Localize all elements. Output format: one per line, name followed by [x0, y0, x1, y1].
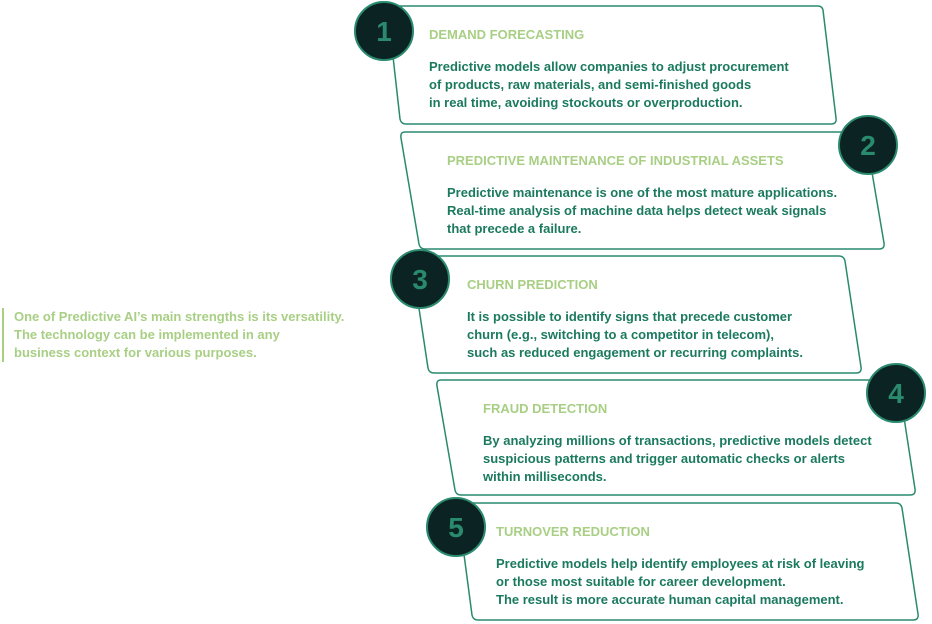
card-body-line: that precede a failure. — [447, 221, 582, 236]
badge-2: 2 — [838, 115, 898, 175]
badge-3-number: 3 — [412, 264, 428, 295]
badge-4: 4 — [866, 363, 926, 423]
card-body-line: Predictive maintenance is one of the mos… — [447, 185, 838, 200]
badge-3: 3 — [390, 249, 450, 309]
badge-4-number: 4 — [888, 378, 904, 409]
card-body-line: or those most suitable for career develo… — [496, 574, 786, 589]
card-1: DEMAND FORECASTING Predictive models all… — [429, 26, 789, 112]
card-body-line: in real time, avoiding stockouts or over… — [429, 95, 743, 110]
card-4: FRAUD DETECTION By analyzing millions of… — [483, 400, 872, 486]
card-title: FRAUD DETECTION — [483, 401, 608, 416]
card-3: CHURN PREDICTION It is possible to ident… — [467, 276, 803, 362]
card-title: CHURN PREDICTION — [467, 277, 598, 292]
card-body-line: The result is more accurate human capita… — [496, 592, 844, 607]
card-body-line: Real-time analysis of machine data helps… — [447, 203, 827, 218]
intro-line: business context for various purposes. — [14, 345, 257, 360]
card-2: PREDICTIVE MAINTENANCE OF INDUSTRIAL ASS… — [447, 152, 837, 238]
badge-1: 1 — [354, 1, 414, 61]
card-title: PREDICTIVE MAINTENANCE OF INDUSTRIAL ASS… — [447, 153, 784, 168]
badge-2-number: 2 — [860, 130, 876, 161]
card-title: TURNOVER REDUCTION — [496, 524, 650, 539]
badge-5: 5 — [426, 497, 486, 557]
card-5: TURNOVER REDUCTION Predictive models hel… — [496, 523, 864, 609]
card-body-line: It is possible to identify signs that pr… — [467, 309, 793, 324]
card-body-line: churn (e.g., switching to a competitor i… — [467, 327, 774, 342]
card-body-line: of products, raw materials, and semi-fin… — [429, 77, 752, 92]
card-body-line: Predictive models help identify employee… — [496, 556, 865, 571]
badge-1-number: 1 — [376, 16, 392, 47]
card-body-line: Predictive models allow companies to adj… — [429, 59, 789, 74]
card-body-line: such as reduced engagement or recurring … — [467, 345, 803, 360]
card-body-line: By analyzing millions of transactions, p… — [483, 433, 872, 448]
badge-5-number: 5 — [448, 512, 464, 543]
intro-line: The technology can be implemented in any — [14, 327, 280, 342]
intro-line: One of Predictive AI’s main strengths is… — [14, 309, 345, 324]
card-title: DEMAND FORECASTING — [429, 27, 585, 42]
card-body-line: within milliseconds. — [483, 469, 607, 484]
card-body-line: suspicious patterns and trigger automati… — [483, 451, 845, 466]
intro-text: One of Predictive AI’s main strengths is… — [2, 308, 386, 362]
